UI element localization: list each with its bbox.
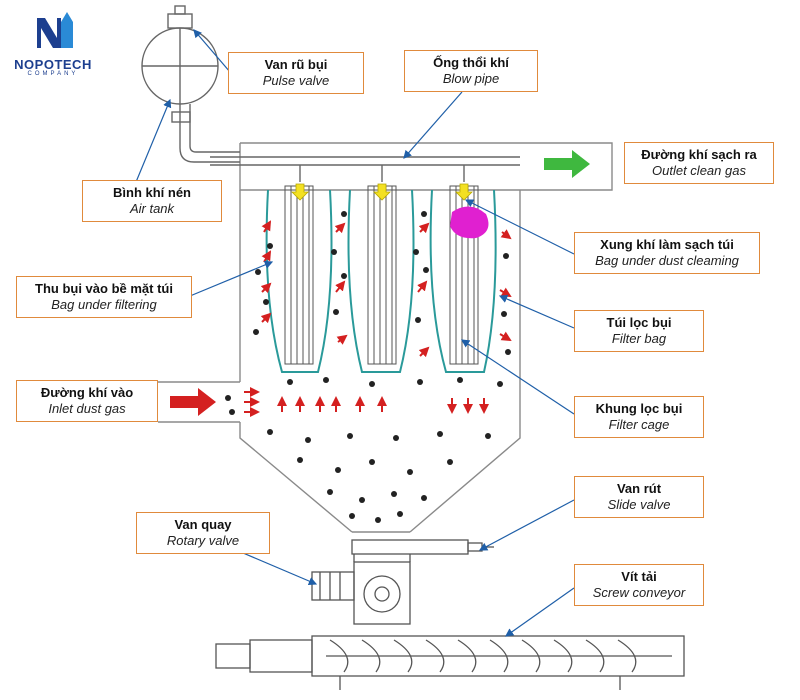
label-bag-under-filtering: Thu bụi vào bề mặt túi Bag under filteri… xyxy=(16,276,192,318)
rotary-valve xyxy=(311,561,411,625)
label-en: Filter bag xyxy=(611,331,667,346)
label-vi: Túi lọc bụi xyxy=(606,315,672,330)
label-vi: Khung lọc bụi xyxy=(595,401,683,416)
leader-lines xyxy=(135,29,575,637)
air-tank xyxy=(141,5,240,163)
flow-arrows xyxy=(244,220,512,417)
label-rotary-valve: Van quay Rotary valve xyxy=(136,512,270,554)
label-vi: Xung khí làm sạch túi xyxy=(600,237,734,252)
label-vi: Đường khí sạch ra xyxy=(641,147,757,162)
label-en: Rotary valve xyxy=(166,533,240,548)
outlet-arrow xyxy=(544,150,590,178)
label-inlet-dust-gas: Đường khí vào Inlet dust gas xyxy=(16,380,158,422)
label-bag-under-dust-cleaning: Xung khí làm sạch túi Bag under dust cle… xyxy=(574,232,760,274)
housing xyxy=(158,142,613,533)
label-en: Filter cage xyxy=(608,417,670,432)
label-en: Blow pipe xyxy=(442,71,500,86)
pulse-arrows xyxy=(291,183,473,201)
label-en: Air tank xyxy=(129,201,175,216)
company-logo: NOPOTECH COMPANY xyxy=(14,8,92,77)
label-vi: Vít tải xyxy=(621,569,657,584)
label-vi: Van quay xyxy=(174,517,232,532)
pulse-cloud xyxy=(450,206,489,239)
label-screw-conveyor: Vít tải Screw conveyor xyxy=(574,564,704,606)
label-en: Bag under dust cleaming xyxy=(595,253,739,268)
label-pulse-valve: Van rũ bụi Pulse valve xyxy=(228,52,364,94)
label-vi: Đường khí vào xyxy=(40,385,134,400)
label-vi: Ống thổi khí xyxy=(433,55,509,70)
label-outlet-clean-gas: Đường khí sạch ra Outlet clean gas xyxy=(624,142,774,184)
label-vi: Van rút xyxy=(616,481,662,496)
label-en: Pulse valve xyxy=(262,73,330,88)
dust-particles xyxy=(225,211,511,523)
logo-name: NOPOTECH xyxy=(14,57,92,72)
logo-subtitle: COMPANY xyxy=(27,71,79,77)
label-air-tank: Bình khí nén Air tank xyxy=(82,180,222,222)
logo-mark-icon xyxy=(37,12,73,48)
label-vi: Bình khí nén xyxy=(113,185,191,200)
filter-cages xyxy=(284,185,479,365)
label-en: Screw conveyor xyxy=(592,585,686,600)
label-en: Bag under filtering xyxy=(51,297,157,312)
label-en: Slide valve xyxy=(607,497,671,512)
label-en: Outlet clean gas xyxy=(652,163,746,178)
label-en: Inlet dust gas xyxy=(48,401,126,416)
inlet-arrow xyxy=(170,388,216,416)
label-slide-valve: Van rút Slide valve xyxy=(574,476,704,518)
label-vi: Thu bụi vào bề mặt túi xyxy=(35,281,173,296)
label-filter-cage: Khung lọc bụi Filter cage xyxy=(574,396,704,438)
label-filter-bag: Túi lọc bụi Filter bag xyxy=(574,310,704,352)
screw-conveyor xyxy=(215,635,685,690)
slide-valve xyxy=(351,539,494,562)
label-blow-pipe: Ống thổi khí Blow pipe xyxy=(404,50,538,92)
blow-pipe xyxy=(210,156,520,182)
label-vi: Van rũ bụi xyxy=(264,57,328,72)
